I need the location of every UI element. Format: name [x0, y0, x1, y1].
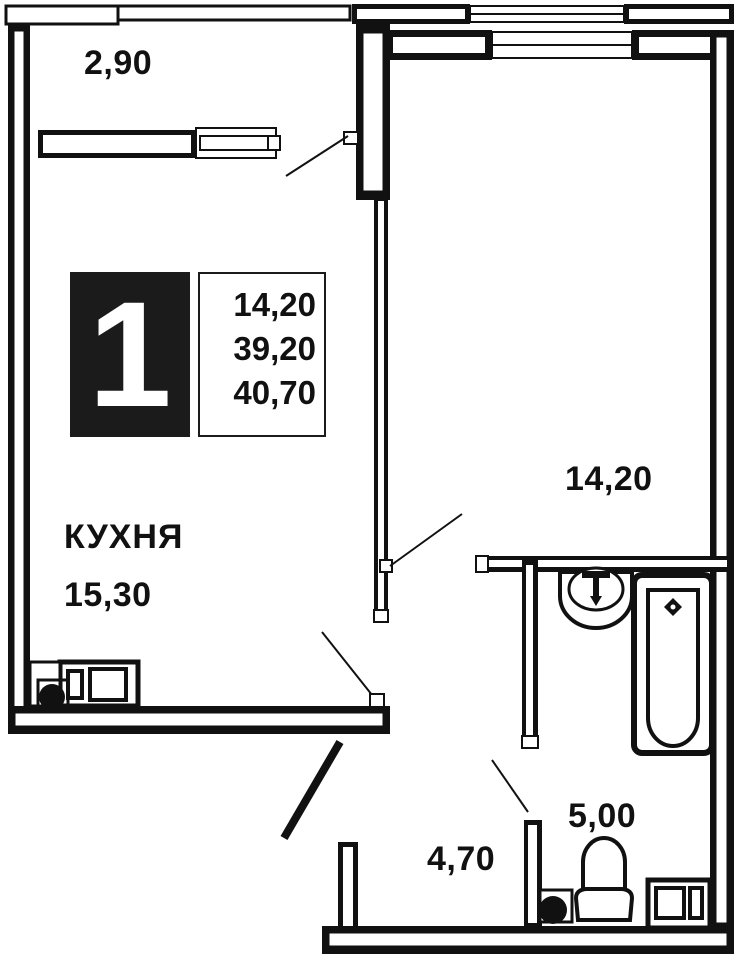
wall-kitchen-bottom-inner — [12, 710, 386, 729]
partition-center-long-inner — [376, 199, 386, 617]
door-jamb-bathroom-bottom — [521, 735, 539, 749]
toilet-tank — [581, 836, 627, 896]
label-kitchen-name: КУХНЯ — [64, 518, 184, 556]
door-jamb-partition-lower — [379, 559, 393, 573]
wall-bathroom-vertical-inner — [524, 563, 535, 745]
window-top-glazing — [469, 5, 625, 23]
leader-line-partition-upper — [285, 135, 349, 177]
toilet-bowl — [573, 887, 635, 922]
bathtub-inner — [646, 588, 700, 748]
room-count-badge: 1 — [70, 272, 190, 437]
pipe-riser-bathroom — [539, 896, 567, 924]
door-jamb-kitchen — [369, 693, 385, 708]
leader-line-partition-lower — [389, 513, 463, 567]
wall-hall-right-inner — [526, 823, 539, 925]
label-bathroom-area: 5,00 — [568, 797, 637, 835]
door-swing-kitchen — [280, 739, 344, 841]
leader-line-hall-door — [491, 759, 529, 813]
label-kitchen-area: 15,30 — [64, 576, 152, 614]
wall-top-right-segment-inner — [627, 7, 731, 21]
partition-center-top-inner — [360, 30, 386, 194]
wall-bottom-exterior-inner — [326, 930, 730, 949]
wall-entrance-stub-inner — [341, 845, 355, 929]
wall-left-exterior-inner — [11, 28, 27, 726]
window-top-interior-glazing — [491, 31, 633, 59]
balcony-door-sash — [195, 127, 281, 159]
label-living-room-area: 14,20 — [565, 460, 653, 498]
balcony-outline — [4, 4, 120, 26]
washing-machine-door — [654, 886, 686, 920]
bathtub-drain-hole — [670, 604, 676, 610]
door-jamb-bathroom-top — [475, 555, 489, 573]
wall-top-interior-left-inner — [391, 35, 487, 55]
pipe-riser-kitchen-box — [36, 678, 70, 708]
balcony-rail — [116, 4, 352, 22]
area-living: 14,20 — [233, 286, 316, 323]
area-total-without-balcony: 39,20 — [233, 330, 316, 367]
washing-machine-panel — [688, 886, 704, 920]
wall-right-exterior-inner — [713, 34, 730, 926]
label-balcony-area: 2,90 — [84, 44, 153, 82]
label-hall-area: 4,70 — [427, 840, 496, 878]
partition-center-endcap — [373, 609, 389, 623]
wall-top-left-segment-inner — [355, 7, 467, 21]
bathroom-sink-faucet — [582, 571, 610, 606]
kitchen-stove-burner-left — [66, 669, 84, 700]
kitchen-stove-oven — [88, 667, 128, 702]
pipe-riser-kitchen — [39, 684, 65, 710]
areas-summary-box: 14,20 39,20 40,70 — [198, 272, 326, 437]
balcony-door-frame-inner — [41, 133, 193, 155]
area-total-with-balcony: 40,70 — [233, 374, 316, 411]
room-count-value: 1 — [88, 270, 172, 438]
wall-bathroom-top-inner — [479, 558, 729, 569]
leader-line-kitchen-door — [321, 631, 377, 701]
